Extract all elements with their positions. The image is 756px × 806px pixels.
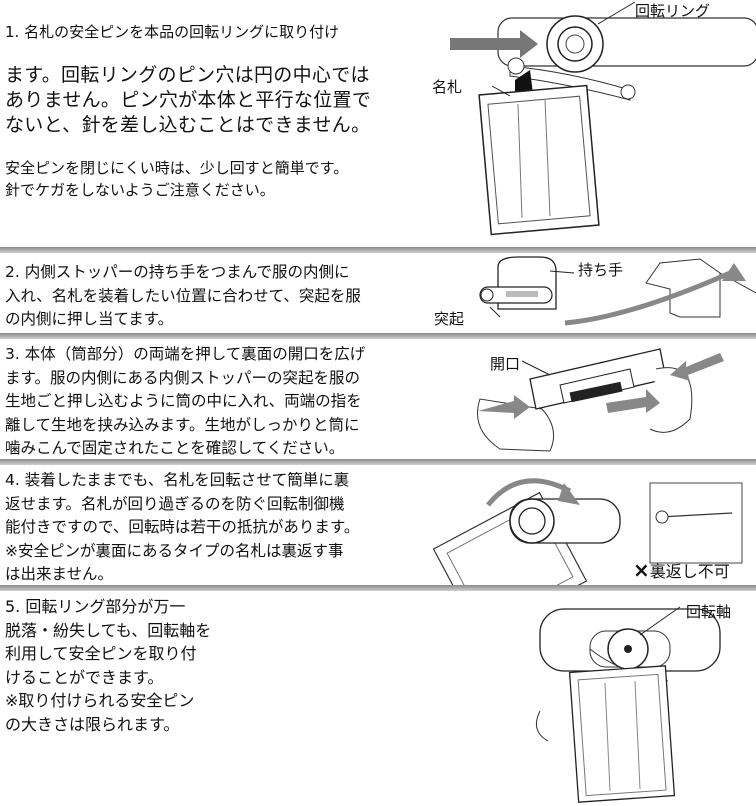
label-opening: 開口 bbox=[490, 355, 521, 373]
cross-icon: × bbox=[633, 558, 650, 582]
step-1-illustration bbox=[450, 0, 756, 248]
label-name-tag: 名札 bbox=[432, 78, 463, 96]
label-cannot-flip: ×裏返し不可 bbox=[633, 558, 730, 582]
divider-4 bbox=[0, 585, 756, 591]
step-4-section: 4. 装着したままでも、名札を回転させて簡単に裏 返せます。名札が回り過ぎるのを… bbox=[0, 465, 756, 585]
step-2-illustration bbox=[470, 253, 756, 333]
label-handle: 持ち手 bbox=[578, 261, 624, 279]
step-3-section: 3. 本体（筒部分）の両端を押して裏面の開口を広げ ます。服の内側にある内側スト… bbox=[0, 339, 756, 459]
divider-3 bbox=[0, 459, 756, 465]
step-4-text: 4. 装着したままでも、名札を回転させて簡単に裏 返せます。名札が回り過ぎるのを… bbox=[5, 471, 360, 583]
step-5-section: 5. 回転リング部分が万一 脱落・紛失しても、回転軸を 利用して安全ピンを取り付… bbox=[0, 591, 756, 806]
step-3-illustration bbox=[470, 339, 724, 459]
step-5-illustration bbox=[500, 591, 756, 806]
step-2-text: 2. 内側ストッパーの持ち手をつまんで服の内側に 入れ、名札を装着したい位置に合… bbox=[5, 263, 361, 328]
divider-2 bbox=[0, 333, 756, 339]
step-1-line-2: ます。回転リングのピン穴は円の中心では ありません。ピン穴が本体と平行な位置で … bbox=[5, 64, 372, 136]
label-rotating-ring: 回転リング bbox=[635, 2, 711, 20]
step-4-illustration bbox=[410, 465, 756, 585]
step-2-section: 2. 内側ストッパーの持ち手をつまんで服の内側に 入れ、名札を装着したい位置に合… bbox=[0, 253, 756, 333]
label-rotation-axis: 回転軸 bbox=[686, 603, 732, 621]
step-1-line-1: 1. 名札の安全ピンを本品の回転リングに取り付け bbox=[5, 23, 340, 41]
divider-1 bbox=[0, 247, 756, 253]
step-1-section: 1. 名札の安全ピンを本品の回転リングに取り付け ます。回転リングのピン穴は円の… bbox=[0, 0, 756, 248]
cannot-flip-text: 裏返し不可 bbox=[649, 562, 730, 581]
step-1-text: 1. 名札の安全ピンを本品の回転リングに取り付け ます。回転リングのピン穴は円の… bbox=[5, 2, 410, 220]
step-5-text: 5. 回転リング部分が万一 脱落・紛失しても、回転軸を 利用して安全ピンを取り付… bbox=[5, 597, 212, 734]
step-1-line-3: 安全ピンを閉じにくい時は、少し回すと簡単です。 針でケガをしないようご注意くださ… bbox=[5, 159, 349, 199]
label-protrusion: 突起 bbox=[434, 310, 465, 328]
step-3-text: 3. 本体（筒部分）の両端を押して裏面の開口を広げ ます。服の内側にある内側スト… bbox=[5, 345, 366, 457]
